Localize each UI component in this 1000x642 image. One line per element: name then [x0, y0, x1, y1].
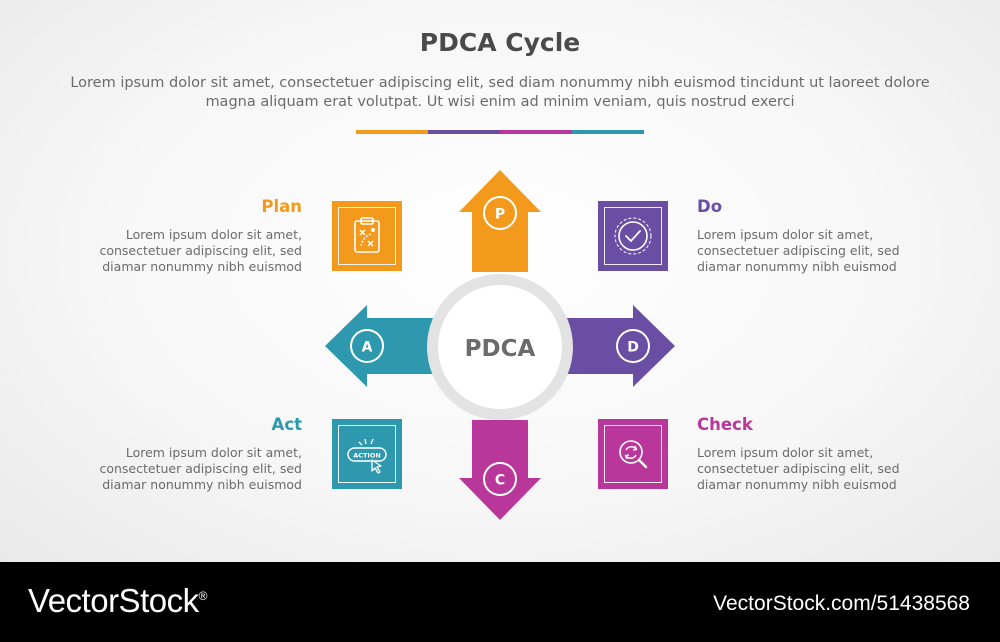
center-label: PDCA [465, 336, 536, 362]
page-title: PDCA Cycle [419, 28, 581, 57]
badge-plan-letter: P [495, 207, 505, 223]
action-button-icon: ACTION [347, 438, 387, 474]
infographic-canvas: PDCA Cycle Lorem ipsum dolor sit amet, c… [0, 0, 1000, 562]
do-icon-box [598, 201, 668, 271]
badge-act: A [350, 329, 384, 363]
badge-do: D [616, 329, 650, 363]
image-reference: VectorStock.com/51438568 [713, 592, 970, 615]
plan-icon-box [332, 201, 402, 271]
magnifier-refresh-icon [619, 440, 648, 469]
badge-do-letter: D [627, 340, 639, 356]
brand-mark: ® [198, 589, 208, 603]
check-description: Lorem ipsum dolor sit amet, consectetuer… [697, 445, 900, 492]
act-heading: Act [271, 415, 302, 434]
badge-plan: P [483, 196, 517, 230]
check-icon-box [598, 419, 668, 489]
divider-segment-do [428, 130, 500, 134]
vectorstock-logo: VectorStock® [28, 582, 207, 620]
brand-name: VectorStock [28, 582, 199, 619]
check-heading: Check [697, 415, 753, 434]
plan-description: Lorem ipsum dolor sit amet, consectetuer… [99, 227, 302, 274]
color-divider [356, 130, 644, 134]
act-description: Lorem ipsum dolor sit amet, consectetuer… [99, 445, 302, 492]
clipboard-strategy-icon [354, 217, 380, 253]
arrow-act [325, 305, 445, 387]
badge-act-letter: A [362, 340, 373, 356]
arrow-do [555, 305, 675, 387]
plan-heading: Plan [261, 197, 302, 216]
pdca-diagram: P D C A PDCA [325, 170, 675, 520]
divider-segment-plan [356, 130, 428, 134]
action-icon-text: ACTION [353, 452, 381, 460]
do-heading: Do [697, 197, 723, 216]
divider-segment-act [572, 130, 644, 134]
badge-check: C [483, 462, 517, 496]
check-circle-icon [614, 217, 652, 255]
badge-check-letter: C [495, 473, 505, 489]
divider-segment-check [500, 130, 572, 134]
act-icon-box: ACTION [332, 419, 402, 489]
page-subtitle: Lorem ipsum dolor sit amet, consectetuer… [70, 75, 930, 110]
footer-bar: VectorStock® VectorStock.com/51438568 [0, 562, 1000, 642]
center-disc [438, 285, 562, 409]
do-description: Lorem ipsum dolor sit amet, consectetuer… [697, 227, 900, 274]
